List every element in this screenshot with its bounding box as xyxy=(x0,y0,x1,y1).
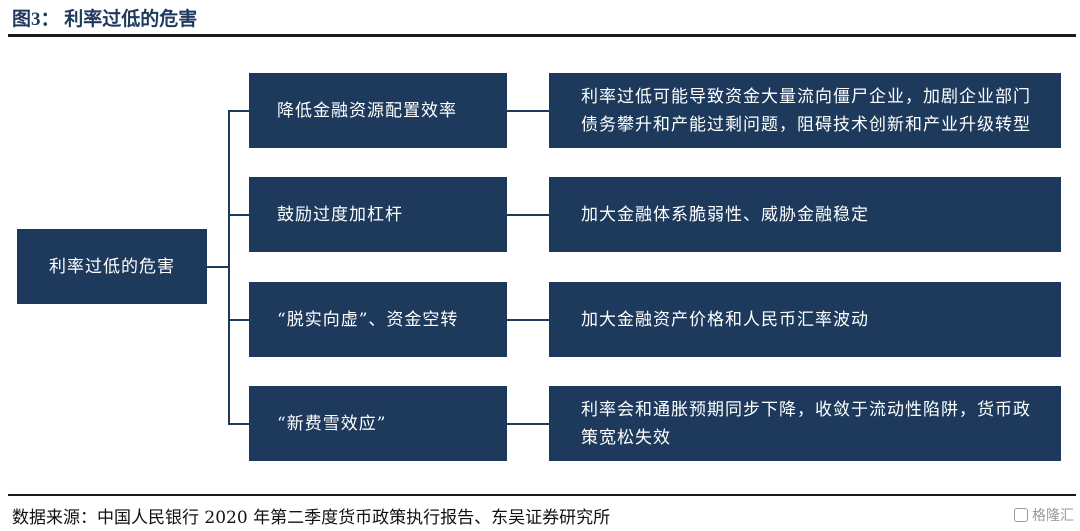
watermark: 格隆汇 xyxy=(1014,505,1074,525)
effect-line: 策宽松失效 xyxy=(581,427,671,448)
root-connector xyxy=(207,266,228,268)
branch-connector-1 xyxy=(228,110,249,112)
branch-node-label: 鼓励过度加杠杆 xyxy=(277,204,403,225)
effect-connector-4 xyxy=(507,423,549,425)
figure-title: 图3： 利率过低的危害 xyxy=(12,9,198,30)
branch-node-label: 降低金融资源配置效率 xyxy=(277,100,457,121)
branch-node-label: “脱实向虚”、资金空转 xyxy=(277,309,459,330)
effect-connector-2 xyxy=(507,214,549,216)
effect-node-1: 利率过低可能导致资金大量流向僵尸企业，加剧企业部门 债务攀升和产能过剩问题，阻碍… xyxy=(549,73,1061,148)
effect-connector-3 xyxy=(507,319,549,321)
branch-connector-4 xyxy=(228,423,249,425)
branch-connector-3 xyxy=(228,319,249,321)
root-node: 利率过低的危害 xyxy=(17,229,207,304)
effect-connector-1 xyxy=(507,110,549,112)
branch-node-1: 降低金融资源配置效率 xyxy=(249,73,507,148)
effect-node-2: 加大金融体系脆弱性、威胁金融稳定 xyxy=(549,177,1061,252)
branch-node-4: “新费雪效应” xyxy=(249,386,507,461)
watermark-logo-icon xyxy=(1014,508,1028,522)
effect-node-4: 利率会和通胀预期同步下降，收敛于流动性陷阱，货币政 策宽松失效 xyxy=(549,386,1061,461)
trunk-line xyxy=(228,110,230,424)
data-source-note: 数据来源：中国人民银行 2020 年第二季度货币政策执行报告、东吴证券研究所 xyxy=(12,508,611,528)
effect-line: 债务攀升和产能过剩问题，阻碍技术创新和产业升级转型 xyxy=(581,114,1031,135)
branch-node-2: 鼓励过度加杠杆 xyxy=(249,177,507,252)
effect-line: 利率会和通胀预期同步下降，收敛于流动性陷阱，货币政 xyxy=(581,399,1031,420)
effect-line: 加大金融体系脆弱性、威胁金融稳定 xyxy=(581,204,869,225)
branch-connector-2 xyxy=(228,214,249,216)
branch-node-3: “脱实向虚”、资金空转 xyxy=(249,282,507,357)
branch-node-label: “新费雪效应” xyxy=(277,413,387,434)
effect-node-3: 加大金融资产价格和人民币汇率波动 xyxy=(549,282,1061,357)
effect-line: 加大金融资产价格和人民币汇率波动 xyxy=(581,309,869,330)
bottom-rule xyxy=(8,494,1076,496)
root-node-label: 利率过低的危害 xyxy=(49,256,175,277)
effect-line: 利率过低可能导致资金大量流向僵尸企业，加剧企业部门 xyxy=(581,86,1031,107)
top-rule xyxy=(8,34,1076,37)
watermark-text: 格隆汇 xyxy=(1032,508,1074,524)
